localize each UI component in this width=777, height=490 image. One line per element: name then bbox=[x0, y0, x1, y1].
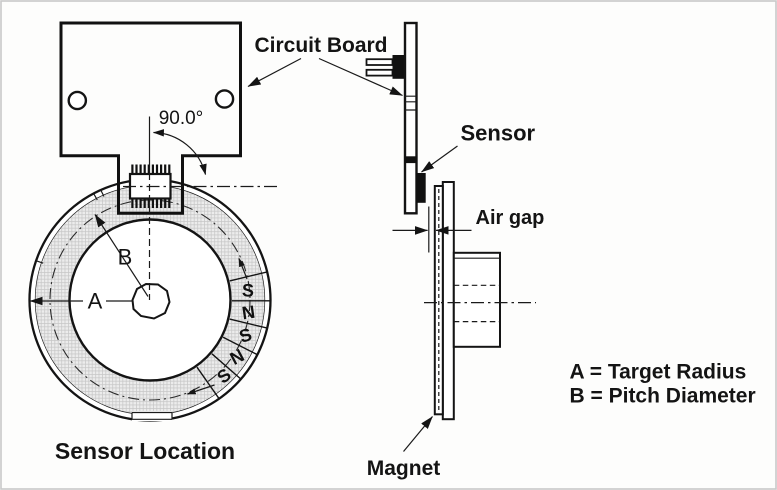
sensor-leader bbox=[421, 145, 458, 173]
magnet-label: Magnet bbox=[367, 457, 441, 480]
sensor-housing-tab bbox=[117, 155, 184, 215]
pitch-diameter-annotation: B bbox=[94, 214, 149, 297]
mounting-hole-right bbox=[214, 89, 235, 109]
sensor-callout: Sensor bbox=[421, 121, 536, 173]
target-radius-annotation: A bbox=[29, 289, 133, 314]
legend-line-a: A = Target Radius bbox=[570, 361, 747, 384]
pole-letter-1: S bbox=[242, 280, 255, 300]
air-gap-dimension bbox=[392, 206, 472, 253]
side-magnet-strip bbox=[433, 185, 444, 416]
circuit-board-leader-right bbox=[318, 57, 403, 97]
radius-letter-label: A bbox=[88, 289, 103, 314]
pole-dividers bbox=[196, 271, 271, 400]
board-component-band bbox=[405, 156, 417, 164]
circuit-board-leader-left bbox=[247, 57, 302, 88]
side-sensor-element bbox=[416, 173, 426, 203]
magnet-callout: Magnet bbox=[367, 416, 441, 480]
air-gap-label: Air gap bbox=[476, 207, 545, 229]
connector-pin-1 bbox=[365, 58, 394, 66]
ring-bottom-flat bbox=[131, 411, 173, 421]
magnet-leader bbox=[403, 416, 433, 452]
pitch-diameter-arrow bbox=[94, 214, 149, 297]
rim-joint-ticks bbox=[35, 189, 105, 264]
center-bore bbox=[131, 282, 171, 320]
circuit-board-label: Circuit Board bbox=[254, 34, 387, 57]
pole-letter-3: S bbox=[237, 324, 254, 347]
rotation-arrow-lower bbox=[186, 384, 215, 395]
side-view bbox=[365, 21, 536, 421]
legend-line-b: B = Pitch Diameter bbox=[570, 385, 756, 408]
mounting-hole-left bbox=[67, 90, 88, 111]
callouts: Circuit Board Sensor Air gap Magnet A = … bbox=[247, 34, 756, 480]
hub-hidden-lines bbox=[453, 284, 500, 323]
pitch-letter-label: B bbox=[118, 245, 133, 270]
rotation-arrow-upper bbox=[238, 257, 248, 280]
sensor-label: Sensor bbox=[461, 121, 536, 146]
circuit-board-callout: Circuit Board bbox=[247, 34, 403, 97]
angle-arc bbox=[152, 129, 207, 176]
ic-pins-bottom bbox=[131, 198, 171, 208]
connector-body bbox=[392, 55, 405, 79]
hub bbox=[452, 251, 501, 348]
connector-pin-2 bbox=[365, 68, 394, 77]
legend: A = Target Radius B = Pitch Diameter bbox=[570, 361, 756, 408]
front-view: S N S N S bbox=[28, 21, 278, 464]
angle-label: 90.0° bbox=[159, 108, 204, 129]
sensor-location-caption: Sensor Location bbox=[55, 438, 235, 464]
angle-annotation: 90.0° bbox=[152, 108, 207, 176]
pole-letter-2: N bbox=[241, 302, 257, 324]
board-trace-lines bbox=[405, 95, 417, 111]
target-disc bbox=[441, 181, 455, 421]
side-circuit-board bbox=[403, 21, 418, 215]
magnet-ring: S N S N S bbox=[28, 178, 272, 422]
